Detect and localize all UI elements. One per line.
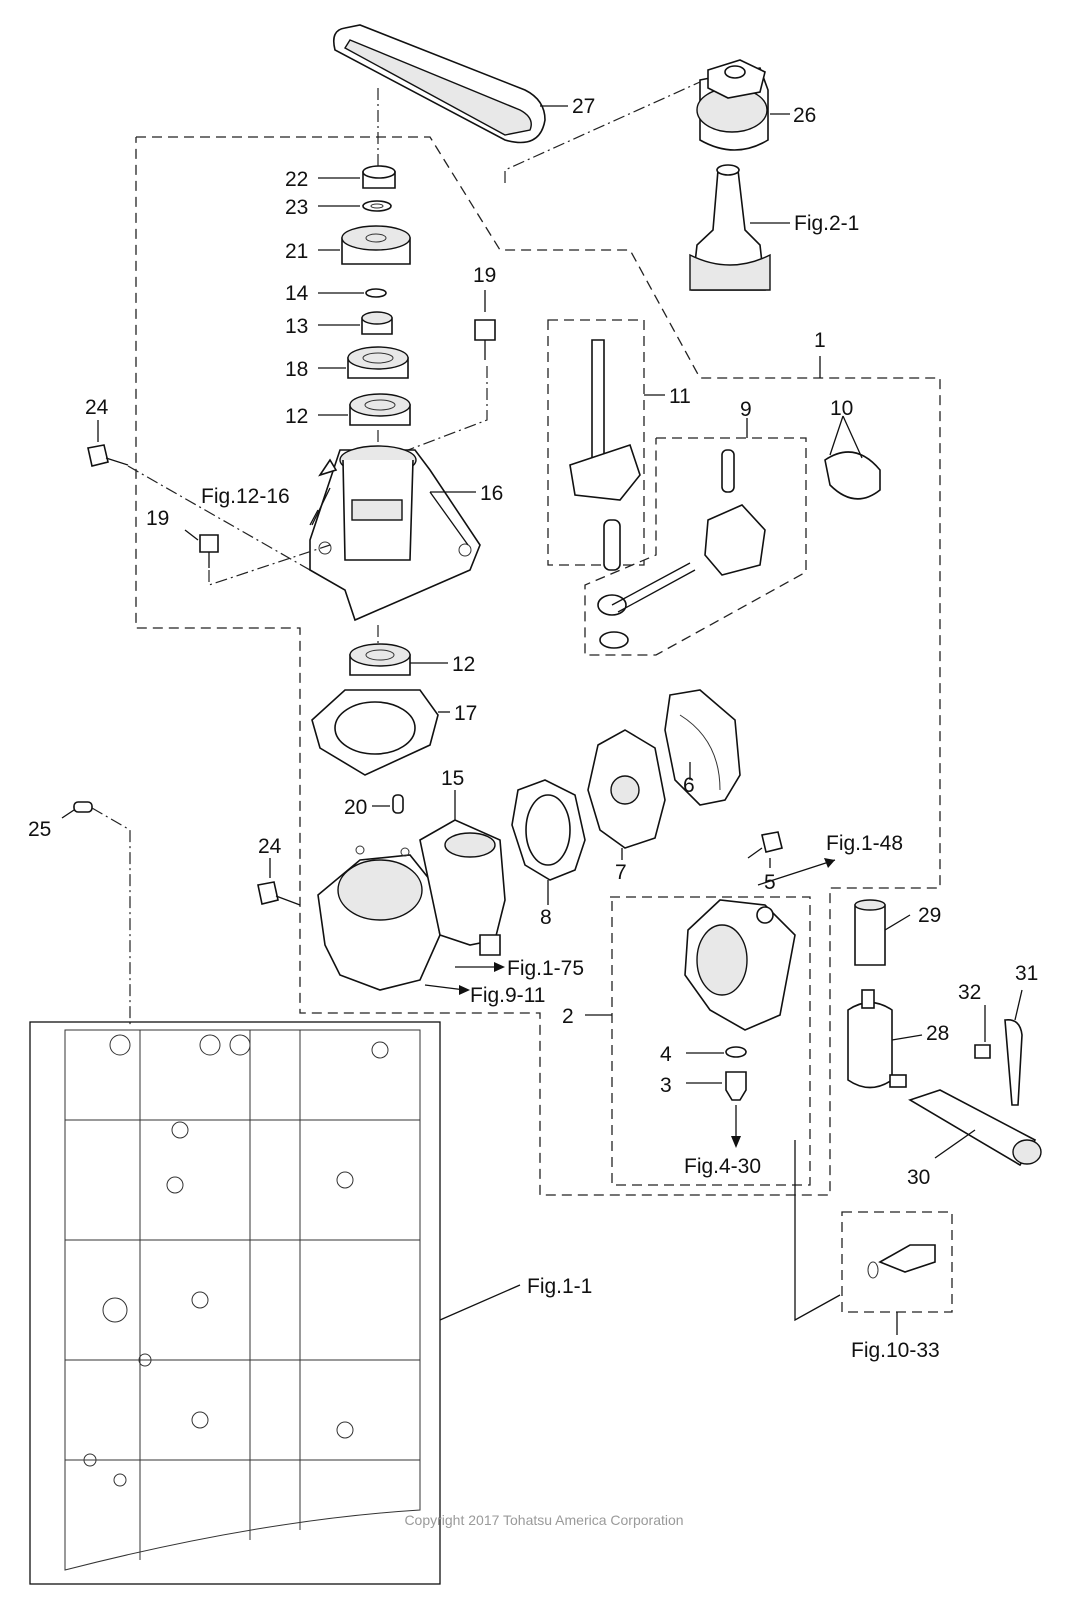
callout-4: 4 xyxy=(660,1043,672,1066)
callout-28: 28 xyxy=(926,1022,949,1045)
pump-cover xyxy=(684,899,796,1031)
callout-20: 20 xyxy=(344,796,367,819)
callout-24-lower: 24 xyxy=(258,835,282,858)
callout-12-upper: 12 xyxy=(285,405,308,428)
callout-30: 30 xyxy=(907,1166,930,1189)
timing-belt xyxy=(332,24,546,144)
plate-7 xyxy=(587,729,666,849)
callout-17: 17 xyxy=(454,702,477,725)
callout-26: 26 xyxy=(793,104,816,127)
bearing-lower xyxy=(349,643,411,676)
callout-19-lower: 19 xyxy=(146,507,169,530)
bolt-19-upper xyxy=(474,319,496,360)
gasket-6 xyxy=(664,689,741,806)
callout-27: 27 xyxy=(572,95,595,118)
callout-25: 25 xyxy=(28,818,51,841)
figref-1-1: Fig.1-1 xyxy=(527,1275,592,1298)
assembly-boundaries xyxy=(135,136,953,1313)
bolt-19-lower xyxy=(199,534,219,568)
figref-12-16: Fig.12-16 xyxy=(201,485,290,508)
gasket-17 xyxy=(311,689,439,776)
pin-25 xyxy=(73,801,93,813)
callout-10: 10 xyxy=(830,397,853,420)
callout-2: 2 xyxy=(562,1005,574,1028)
figref-2-1: Fig.2-1 xyxy=(794,212,859,235)
callout-29: 29 xyxy=(918,904,941,927)
bolt-5 xyxy=(747,831,783,859)
callout-1: 1 xyxy=(814,329,826,352)
callout-8: 8 xyxy=(540,906,552,929)
callout-12-lower: 12 xyxy=(452,653,475,676)
bracket xyxy=(309,445,481,622)
callout-14: 14 xyxy=(285,282,309,305)
figure-reference-labels: Fig.2-1 Fig.12-16 Fig.1-48 Fig.1-75 Fig.… xyxy=(201,212,940,1362)
callout-7: 7 xyxy=(615,861,627,884)
pump-housing xyxy=(317,819,506,991)
figref-1-48: Fig.1-48 xyxy=(826,832,903,855)
figref-4-30: Fig.4-30 xyxy=(684,1155,761,1178)
callout-18: 18 xyxy=(285,358,308,381)
bolt-24-upper xyxy=(87,444,129,467)
bolt-24-lower xyxy=(257,881,301,906)
callout-13: 13 xyxy=(285,315,308,338)
stack-parts xyxy=(341,165,411,426)
callout-21: 21 xyxy=(285,240,308,263)
right-side-parts xyxy=(847,899,1042,1167)
callout-11: 11 xyxy=(669,385,691,408)
callout-15: 15 xyxy=(441,767,464,790)
callout-24-upper: 24 xyxy=(85,396,109,419)
crankcase-block xyxy=(29,1021,441,1585)
piston-group xyxy=(569,339,881,649)
copyright-notice: Copyright 2017 Tohatsu America Corporati… xyxy=(404,1512,684,1528)
callout-16: 16 xyxy=(480,482,503,505)
crankshaft-end xyxy=(689,164,771,291)
gasket-8 xyxy=(511,779,586,881)
sensor-part xyxy=(867,1244,936,1279)
callout-23: 23 xyxy=(285,196,308,219)
callout-31: 31 xyxy=(1015,962,1038,985)
callout-3: 3 xyxy=(660,1074,672,1097)
pulley xyxy=(696,59,769,151)
callout-6: 6 xyxy=(683,774,695,797)
callout-22: 22 xyxy=(285,168,308,191)
figref-9-11: Fig.9-11 xyxy=(470,984,545,1007)
callout-9: 9 xyxy=(740,398,752,421)
figref-1-75: Fig.1-75 xyxy=(507,957,584,980)
pin-20 xyxy=(392,794,404,814)
callout-19-upper: 19 xyxy=(473,264,496,287)
callout-5: 5 xyxy=(764,871,776,894)
stack-leaders xyxy=(318,177,379,455)
callout-32: 32 xyxy=(958,981,981,1004)
fitting-3-4 xyxy=(725,1046,747,1101)
figref-10-33: Fig.10-33 xyxy=(851,1339,940,1362)
callout-labels: 1 2 3 4 5 6 7 8 9 10 11 12 12 13 14 15 1… xyxy=(28,95,1038,1189)
